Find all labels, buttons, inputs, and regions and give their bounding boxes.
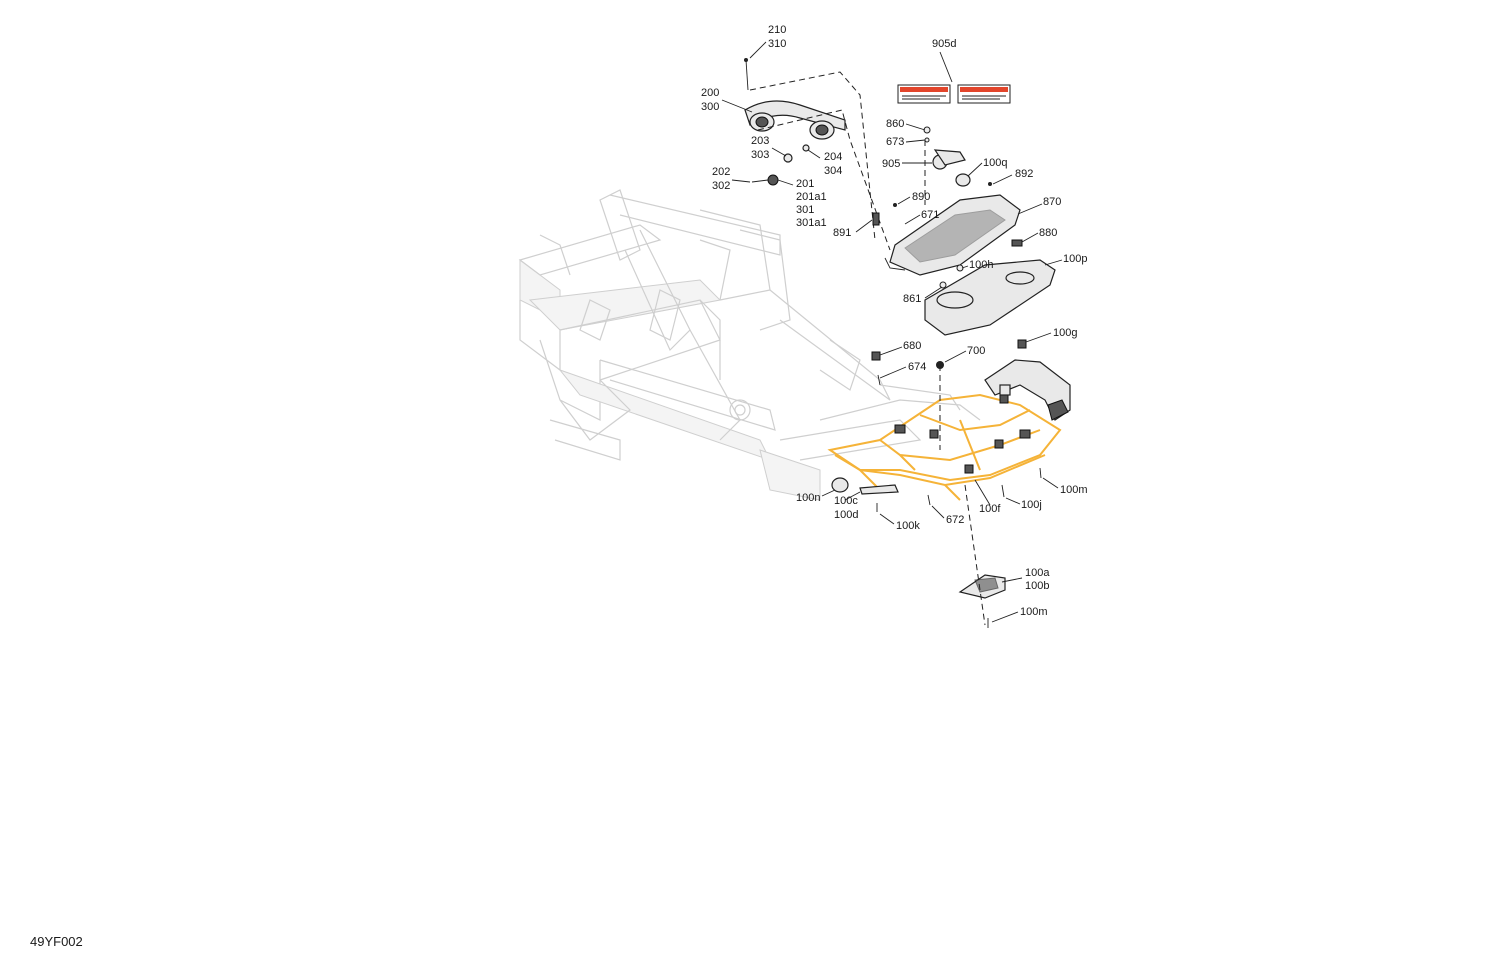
callout-100j: 100j [1021,499,1042,511]
callout-861: 861 [903,293,921,305]
callout-880: 880 [1039,227,1057,239]
figure-reference: 49YF002 [30,934,83,949]
vehicle-frame [518,189,981,501]
callout-905d: 905d [932,38,956,50]
warning-decal [897,84,1011,104]
floor-panel [924,259,1056,336]
callout-890: 890 [912,191,930,203]
callout-673: 673 [886,136,904,148]
grab-handle-assembly [744,58,891,251]
leader-lines [721,41,1063,623]
callout-892: 892 [1015,168,1033,180]
highlighted-floor-assembly [827,393,1062,501]
callout-672: 672 [946,514,964,526]
callout-100m-lower: 100m [1020,606,1048,618]
callout-680: 680 [903,340,921,352]
callout-674: 674 [908,361,926,373]
callout-891: 891 [833,227,851,239]
callout-100k: 100k [896,520,920,532]
callout-860: 860 [886,118,904,130]
callout-100g: 100g [1053,327,1077,339]
callout-671: 671 [921,209,939,221]
rear-bumper [984,339,1071,421]
callout-100m-upper: 100m [1060,484,1088,496]
callout-700: 700 [967,345,985,357]
callout-905: 905 [882,158,900,170]
callout-100p: 100p [1063,253,1087,265]
callout-100n: 100n [796,492,820,504]
callout-100h: 100h [969,259,993,271]
callout-100q: 100q [983,157,1007,169]
callout-100f: 100f [979,503,1001,515]
console-assembly [872,126,1023,276]
callout-870: 870 [1043,196,1061,208]
